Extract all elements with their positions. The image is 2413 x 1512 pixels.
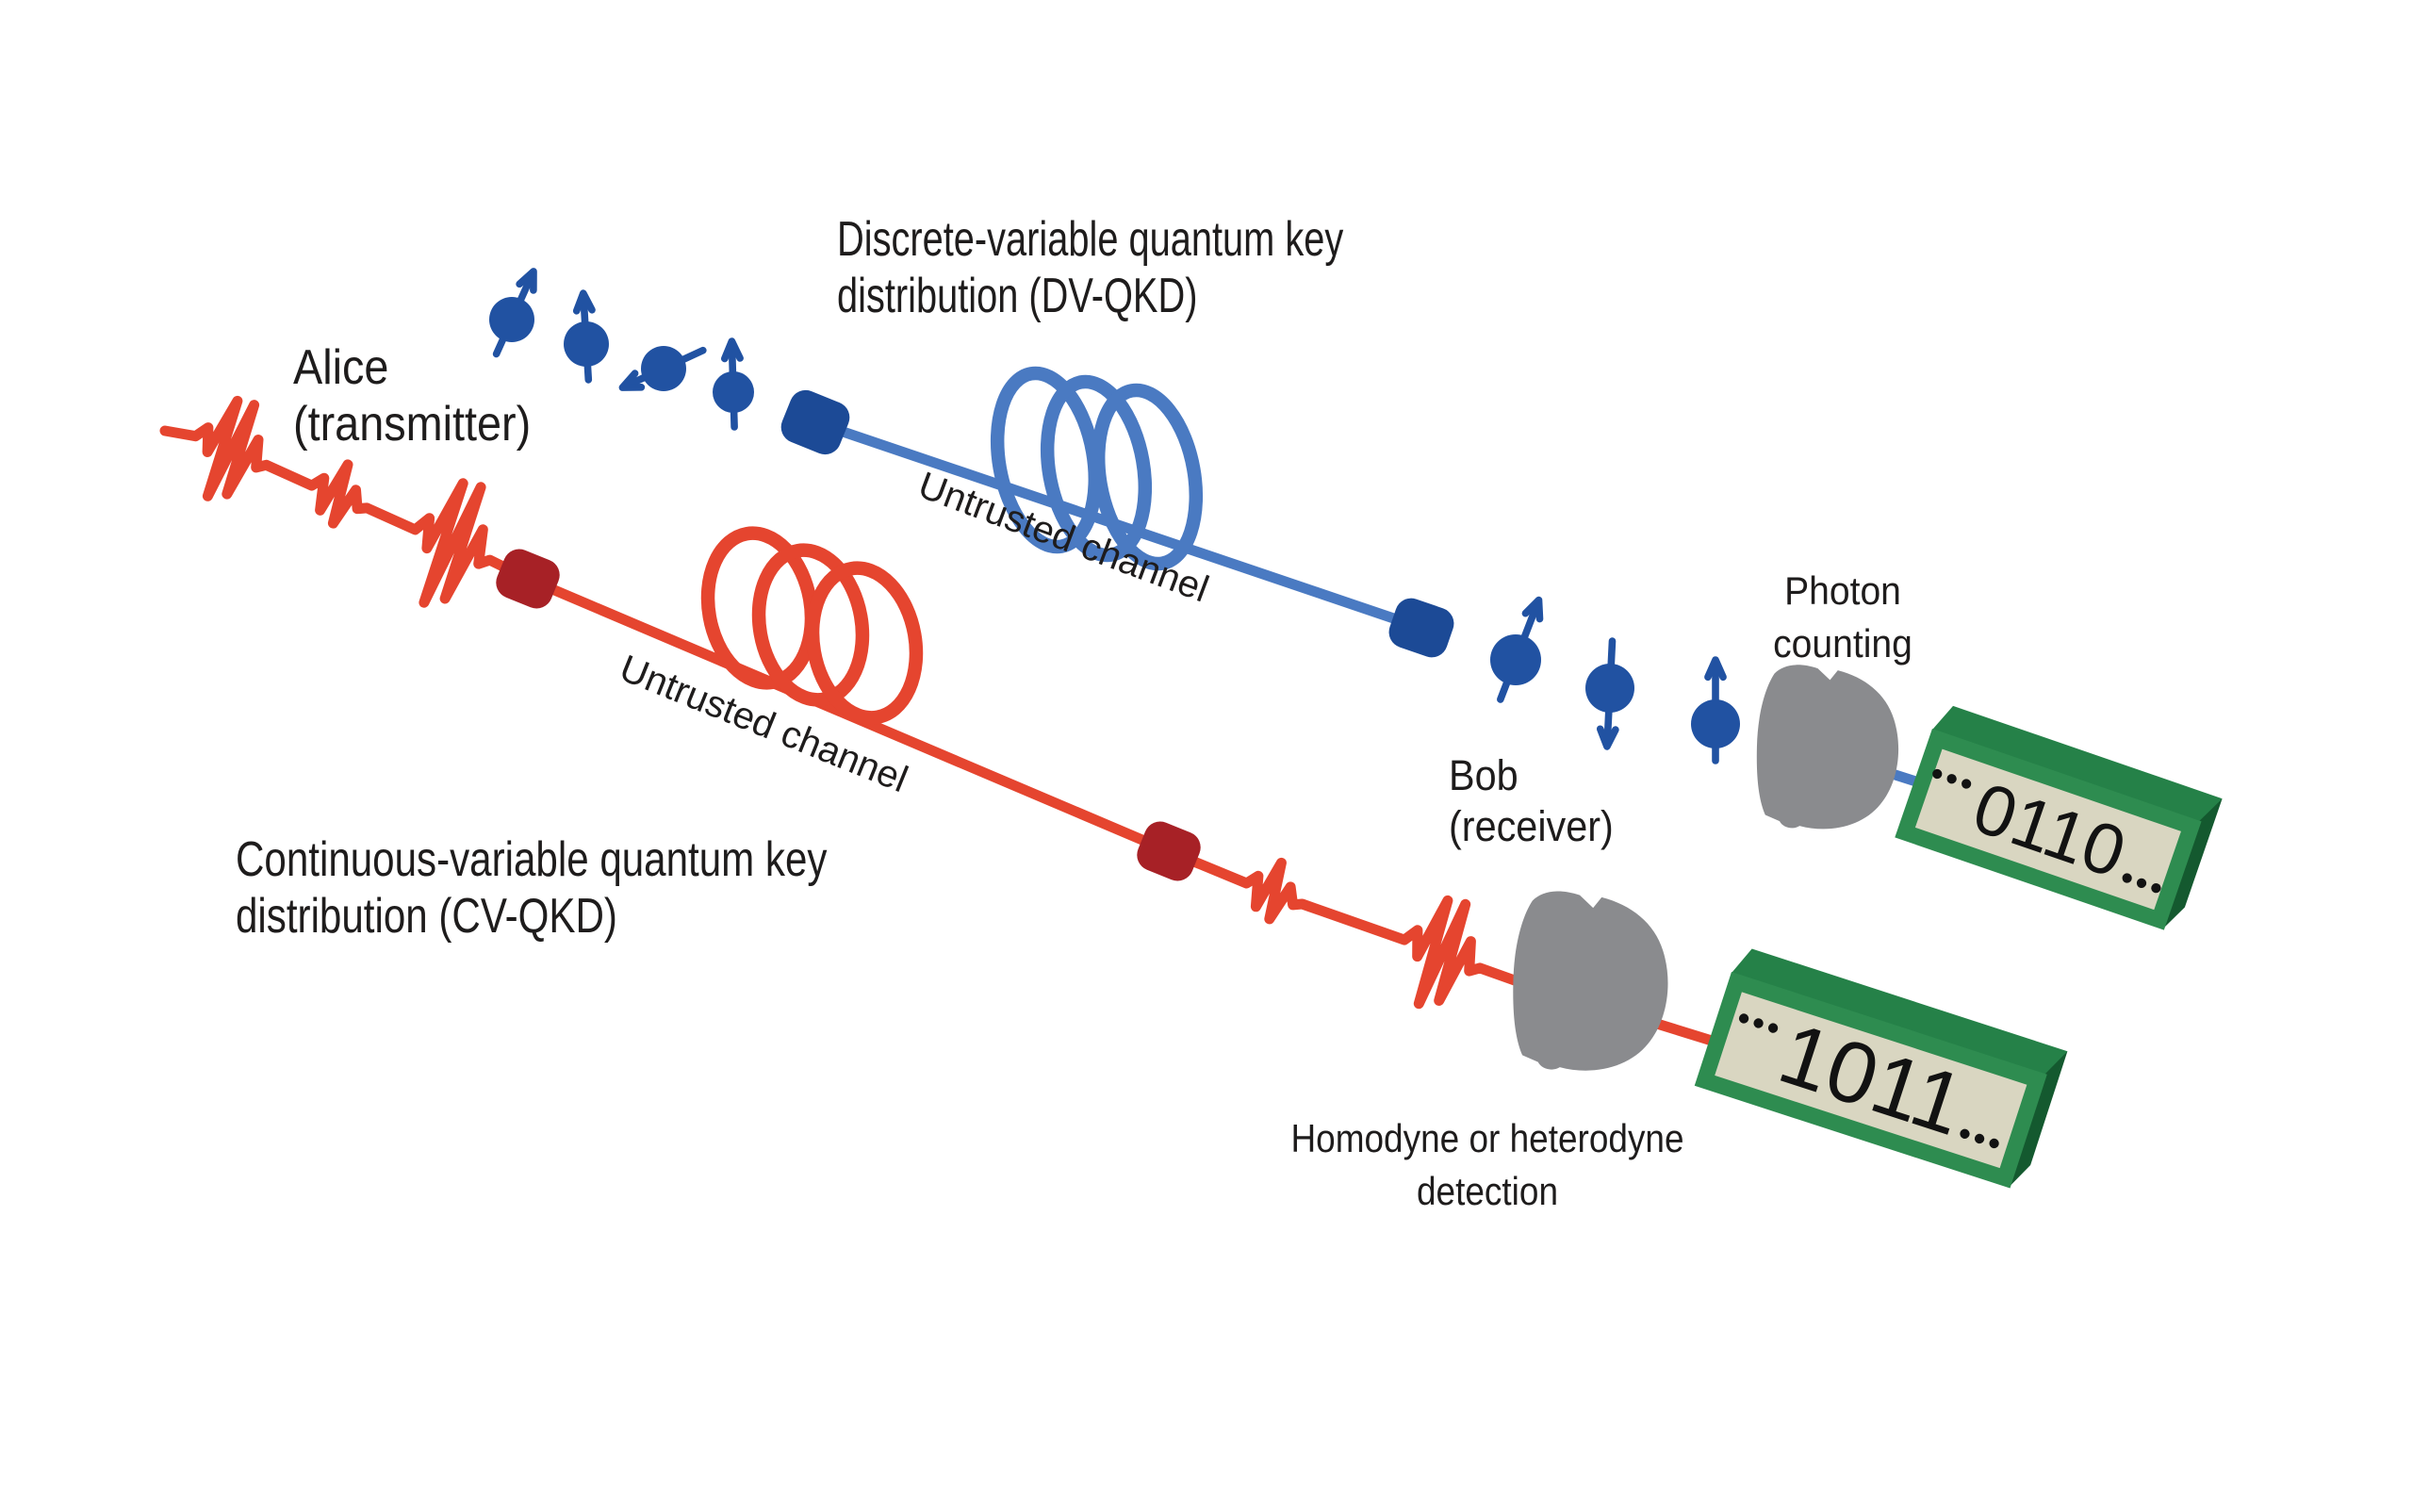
detector-homodyne-icon <box>1513 891 1668 1071</box>
qubit-icon <box>1490 596 1544 703</box>
display-box-top-face <box>1731 948 2068 1076</box>
qubit-circle <box>564 321 609 367</box>
fiber-connector-dv-out <box>1388 598 1454 658</box>
cv-title-line2: distribution (CV-QKD) <box>236 889 617 944</box>
alice-name: Alice <box>293 340 389 395</box>
qubit-circle <box>1490 634 1541 685</box>
bob-name: Bob <box>1449 751 1518 799</box>
homodyne-line2: detection <box>1416 1169 1559 1213</box>
qubit-icon <box>713 337 754 431</box>
dv-title-line1: Discrete-variable quantum key <box>837 212 1344 267</box>
label-photon-counting: Photon counting <box>1712 565 1975 670</box>
detector-photon-counting-icon <box>1756 665 1899 830</box>
label-dv-title: Discrete-variable quantum key distributi… <box>837 211 1343 324</box>
spin-arrow-head <box>1596 725 1619 750</box>
display-box-screen <box>1914 748 2181 911</box>
label-bob: Bob (receiver) <box>1449 750 1614 852</box>
label-homodyne: Homodyne or heterodyne detection <box>1272 1112 1703 1218</box>
spin-arrow-head <box>1704 656 1727 682</box>
qubit-icon <box>1691 656 1740 764</box>
qubit-icon <box>564 289 609 384</box>
cv-signal-line <box>159 395 1531 1010</box>
display-box-top-face <box>1931 705 2223 824</box>
qubit-icon <box>1585 637 1634 750</box>
qubit-circle <box>1585 664 1634 713</box>
display-box-side-face <box>2008 1051 2068 1188</box>
display-box-screen <box>1715 992 2027 1169</box>
label-alice: Alice (transmitter) <box>293 339 531 452</box>
qubit-circle <box>1691 699 1740 748</box>
homodyne-line1: Homodyne or heterodyne <box>1290 1116 1684 1160</box>
coil-loop <box>805 561 924 725</box>
fiber-connector-cv-in <box>496 549 560 609</box>
qubit-circle <box>489 297 534 342</box>
spin-arrow-head <box>572 289 596 315</box>
cv-ellipsis-left: ••• <box>1732 998 1788 1051</box>
alice-role: (transmitter) <box>293 397 532 452</box>
bit-display-dv <box>1895 705 2223 930</box>
spin-arrow-head <box>618 370 646 391</box>
qubit-icon <box>618 346 707 391</box>
spin-arrow-head <box>516 268 537 294</box>
qubit-icon <box>489 268 537 358</box>
qubit-circle <box>713 371 754 413</box>
bob-role: (receiver) <box>1449 802 1614 850</box>
fiber-coil-cv-icon <box>700 526 924 725</box>
photon-line2: counting <box>1773 621 1912 666</box>
spin-arrow-head <box>721 337 744 363</box>
cv-title-line1: Continuous-variable quantum key <box>236 832 828 887</box>
photon-line1: Photon <box>1784 568 1901 613</box>
qubit-circle <box>641 346 686 391</box>
fiber-connector-cv-out <box>1137 821 1201 881</box>
label-cv-title: Continuous-variable quantum key distribu… <box>236 831 827 945</box>
fiber-connector-dv-in <box>780 389 850 455</box>
coil-loop <box>700 526 819 690</box>
display-box-side-face <box>2161 798 2223 930</box>
coil-loop <box>751 543 870 707</box>
spin-arrow-head <box>1521 596 1544 623</box>
dv-title-line2: distribution (DV-QKD) <box>837 269 1198 323</box>
bit-display-cv <box>1694 948 2068 1189</box>
